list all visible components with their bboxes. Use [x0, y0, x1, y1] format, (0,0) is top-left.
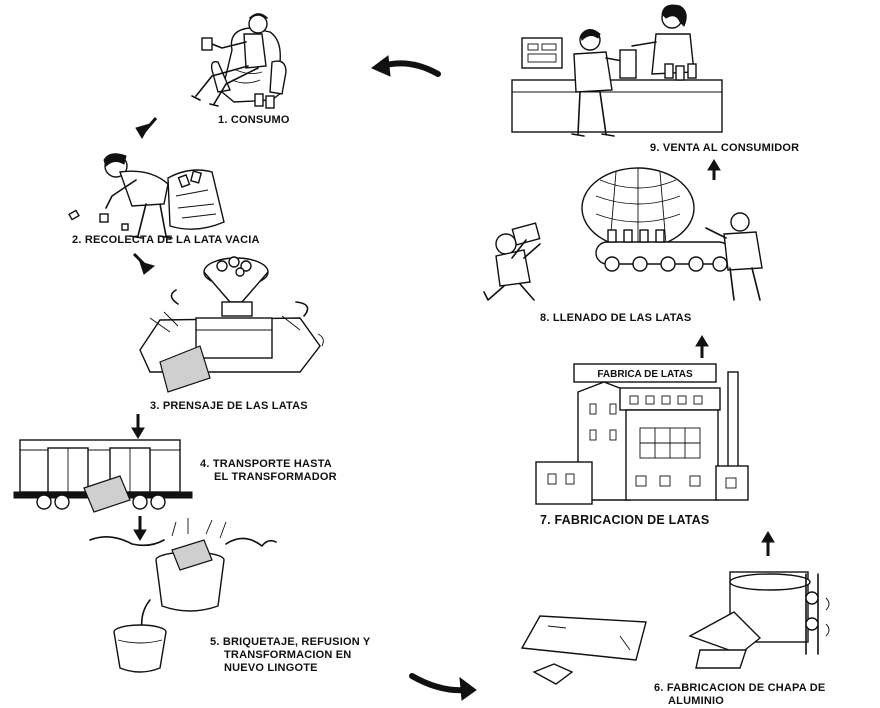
can-press-machine-illustration [140, 257, 323, 392]
step-5-label-line-1: 5. BRIQUETAJE, REFUSION Y [210, 636, 370, 649]
step-4-label: 4. TRANSPORTE HASTA EL TRANSFORMADOR [200, 458, 337, 484]
arrow-4-to-5-icon [134, 516, 146, 540]
arrow-5-to-6-icon [412, 676, 476, 700]
can-factory-illustration [536, 364, 748, 504]
arrow-3-to-4-icon [132, 414, 144, 438]
step-6-label-line-2: ALUMINIO [654, 695, 825, 708]
arrow-9-to-1-icon [372, 56, 438, 76]
arrow-8-to-9-icon [708, 160, 720, 180]
step-4-label-line-2: EL TRANSFORMADOR [200, 471, 337, 484]
step-2-label: 2. RECOLECTA DE LA LATA VACIA [72, 234, 260, 247]
step-6-label-line-1: 6. FABRICACION DE CHAPA DE [654, 682, 825, 695]
step-5-label-line-3: NUEVO LINGOTE [210, 662, 370, 675]
consumer-armchair-illustration [192, 14, 286, 108]
shop-counter-illustration [512, 5, 722, 136]
step-5-label-line-2: TRANSFORMACION EN [210, 649, 370, 662]
step-4-label-line-1: 4. TRANSPORTE HASTA [200, 458, 337, 471]
step-7-label: 7. FABRICACION DE LATAS [540, 514, 709, 527]
arrow-1-to-2-icon [136, 118, 156, 138]
step-6-label: 6. FABRICACION DE CHAPA DE ALUMINIO [654, 682, 825, 708]
arrow-2-to-3-icon [134, 254, 154, 274]
can-collector-illustration [69, 154, 224, 238]
can-filling-illustration [484, 168, 762, 300]
step-5-label: 5. BRIQUETAJE, REFUSION Y TRANSFORMACION… [210, 636, 370, 675]
arrow-7-to-8-icon [696, 336, 708, 358]
step-8-label: 8. LLENADO DE LAS LATAS [540, 312, 691, 325]
freight-wagon-illustration [14, 440, 192, 512]
step-1-label: 1. CONSUMO [218, 114, 290, 127]
step-9-label: 9. VENTA AL CONSUMIDOR [650, 142, 799, 155]
step-3-label: 3. PRENSAJE DE LAS LATAS [150, 400, 308, 413]
factory-sign-text: FABRICA DE LATAS [597, 369, 693, 380]
arrow-6-to-7-icon [762, 532, 774, 556]
sheet-rolling-illustration [522, 572, 829, 684]
